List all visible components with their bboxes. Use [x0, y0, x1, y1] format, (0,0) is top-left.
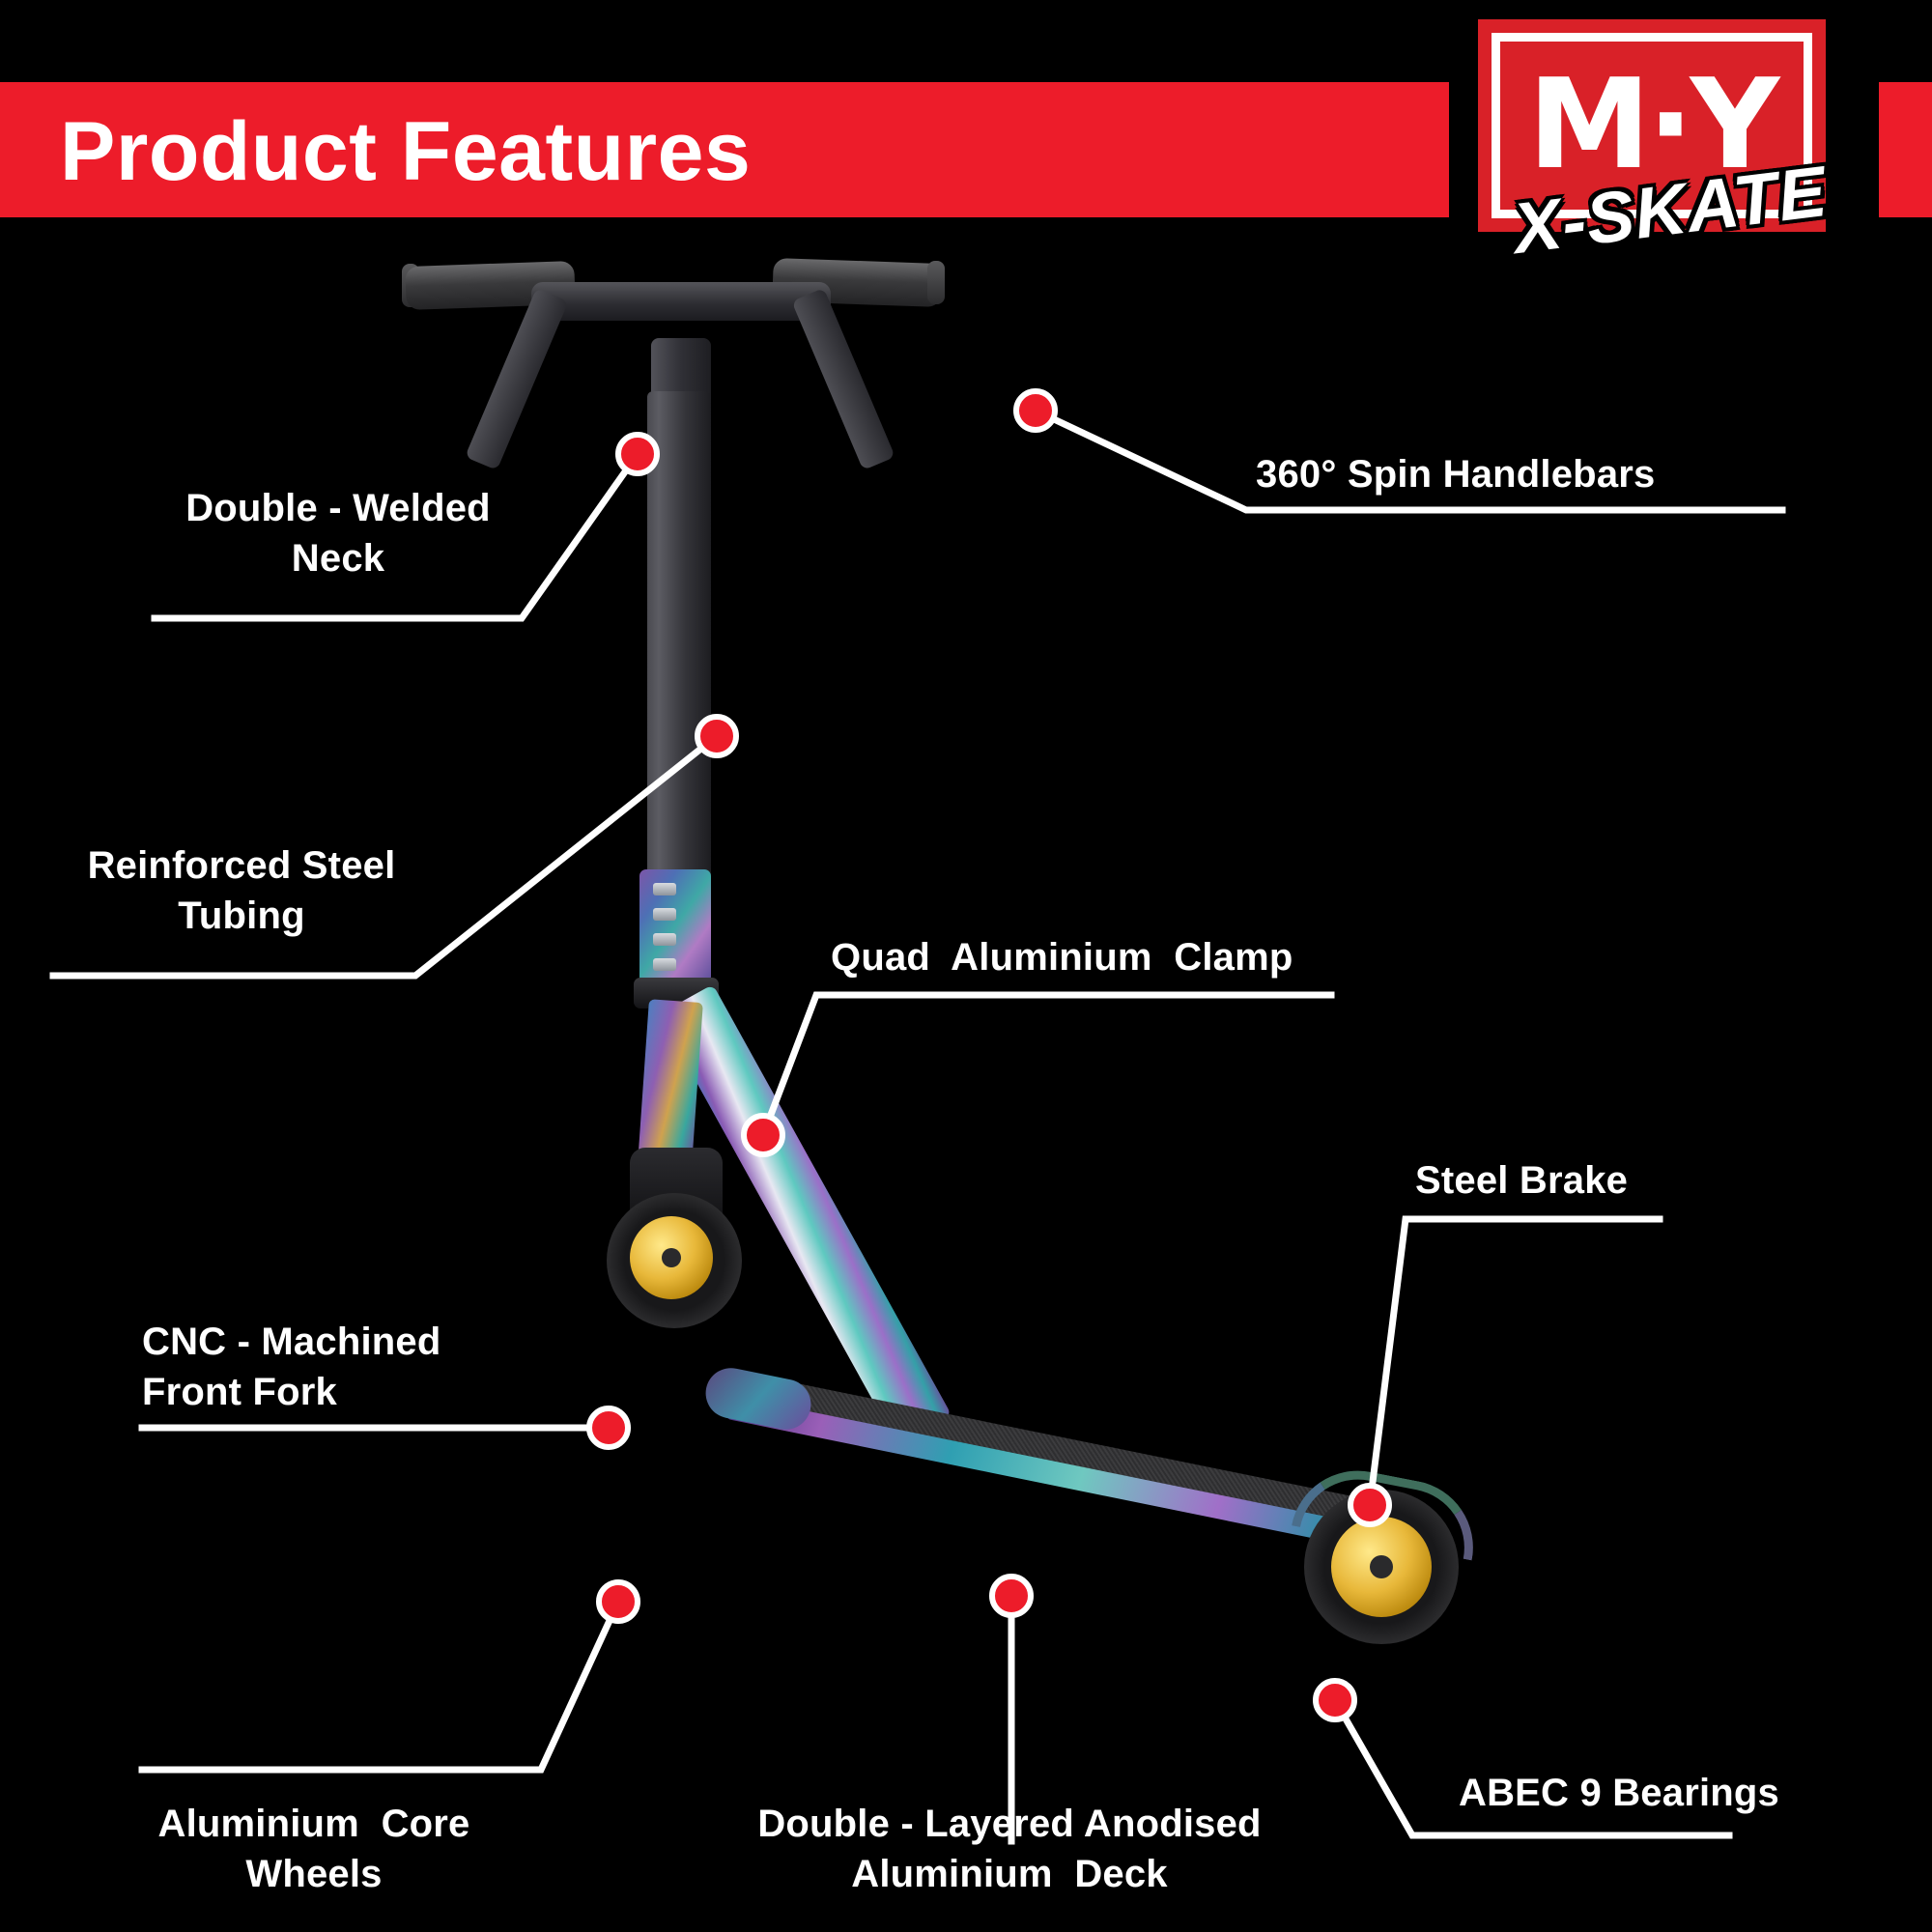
callout-label-core-wheels: Aluminium Core Wheels [157, 1803, 470, 1895]
logo-brand-mark: M·Y [1527, 53, 1780, 197]
header-red-bar [0, 82, 1449, 217]
deck-griptape [726, 1370, 1395, 1530]
callout-label-steel-brake: Steel Brake [1415, 1159, 1629, 1202]
callout-dot-front-fork[interactable] [586, 1406, 631, 1450]
brand-logo: M·Y X-SKATE [1478, 19, 1884, 269]
logo-white-border [1492, 33, 1812, 218]
rear-wheel-bearing [1370, 1555, 1393, 1578]
callout-label-anodised-deck: Double - Layered Anodised Aluminium Deck [757, 1803, 1262, 1895]
clamp-bolt-4 [653, 958, 676, 971]
callout-dot-double-welded-neck[interactable] [615, 432, 660, 476]
logo-red-box [1478, 19, 1826, 232]
callout-label-reinforced-tubing: Reinforced Steel Tubing [87, 844, 396, 937]
callout-label-front-fork: CNC - Machined Front Fork [142, 1321, 441, 1413]
clamp-bolt-1 [653, 883, 676, 895]
clamp-bolt-2 [653, 908, 676, 921]
callout-dot-core-wheels[interactable] [596, 1579, 640, 1624]
callout-dot-spin-handlebars[interactable] [1013, 388, 1058, 433]
callout-label-abec-bearings: ABEC 9 Bearings [1459, 1772, 1779, 1814]
callout-label-double-welded-neck: Double - Welded Neck [185, 487, 491, 580]
callout-dot-steel-brake[interactable] [1348, 1483, 1392, 1527]
deck-nose-weld [700, 1363, 816, 1435]
handlebar-leg-left [465, 287, 569, 470]
callout-dot-reinforced-tubing[interactable] [695, 714, 739, 758]
callout-label-spin-handlebars: 360° Spin Handlebars [1256, 453, 1656, 496]
front-wheel-bearing [662, 1248, 681, 1267]
callout-label-quad-clamp: Quad Aluminium Clamp [831, 936, 1293, 979]
page-title: Product Features [60, 105, 752, 198]
callout-dot-anodised-deck[interactable] [989, 1574, 1034, 1618]
grip-end-cap-right [927, 261, 945, 304]
handlebar-crossbar [531, 282, 831, 321]
quad-clamp [639, 869, 711, 983]
front-fork-tube [638, 999, 703, 1167]
clamp-bolt-3 [653, 933, 676, 946]
header-right-accent-block [1879, 82, 1932, 217]
steel-stem-tube [647, 391, 711, 908]
callout-dot-quad-clamp[interactable] [741, 1113, 785, 1157]
handlebar-leg-right [791, 287, 895, 470]
callout-dot-abec-bearings[interactable] [1313, 1678, 1357, 1722]
